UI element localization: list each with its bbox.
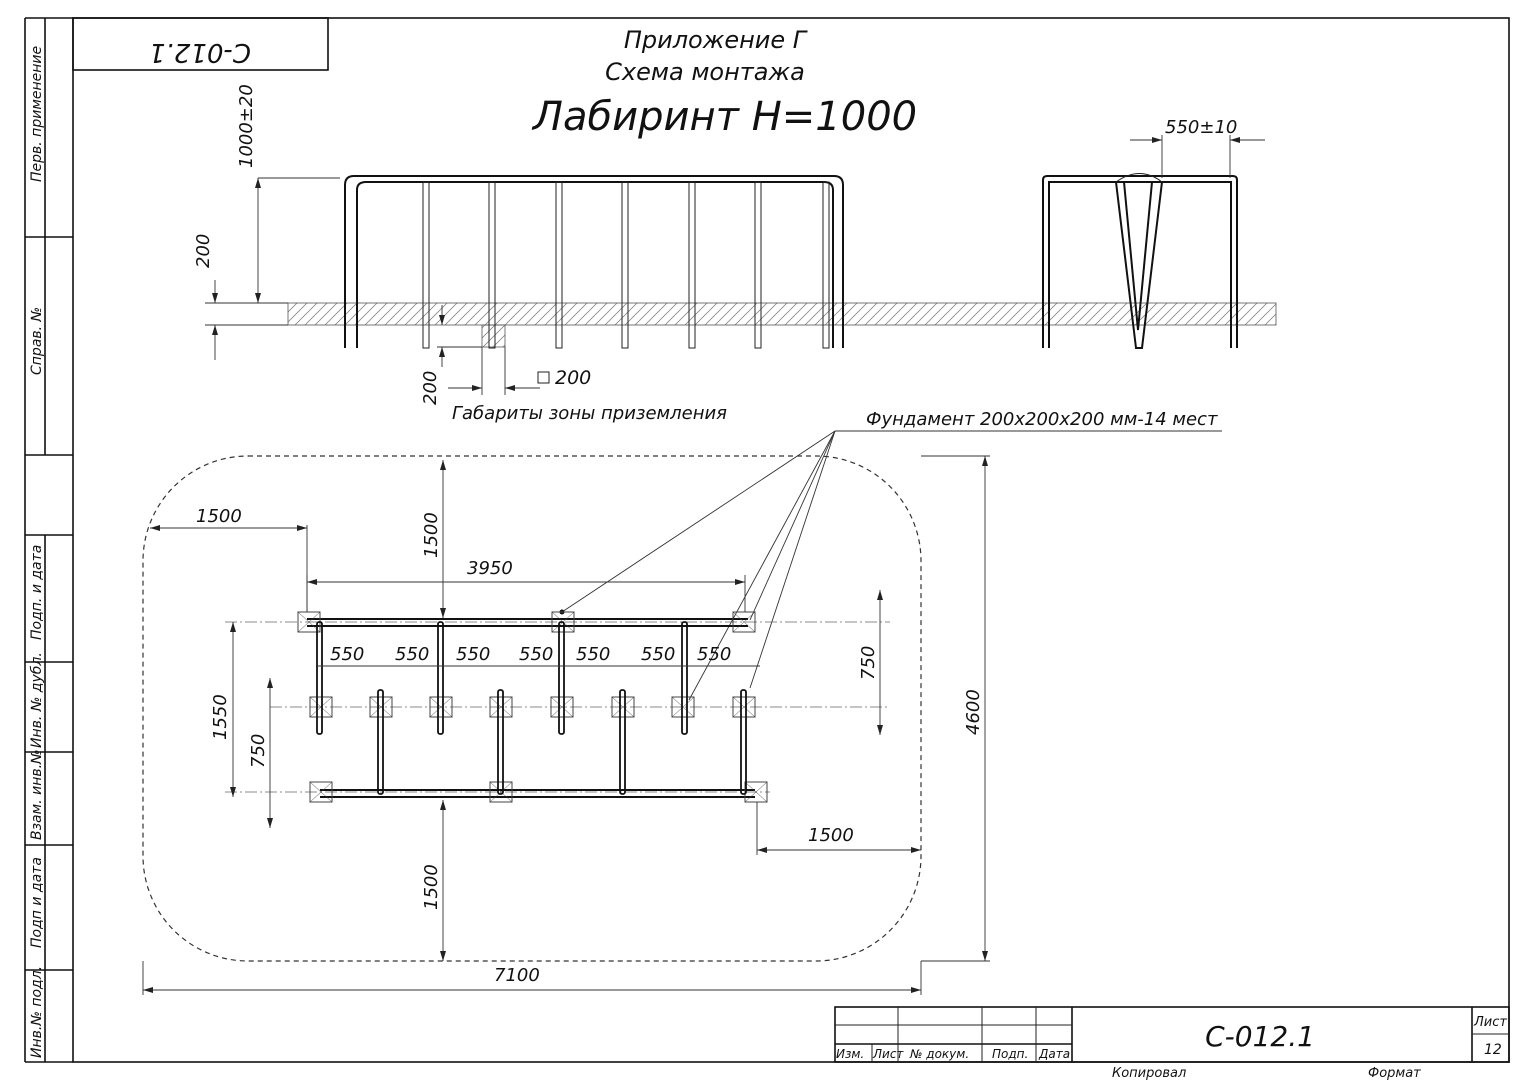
foundation-pit [481, 324, 506, 348]
spacing-label: 550 [330, 644, 364, 665]
scheme-title: Схема монтажа [605, 58, 805, 86]
dim-1550: 1550 [210, 694, 231, 740]
spacing-labels: 550 550 550 550 550 550 550 [330, 644, 731, 665]
spacing-label: 550 [519, 644, 553, 665]
side-label-inv-dubl: Инв. № дубл. [29, 652, 45, 748]
stamp-code: С-012.1 [149, 37, 251, 67]
side-label-inv-podl: Инв.№ подл. [29, 966, 45, 1058]
side-labels: Перв. применение Справ. № Подп. и дата И… [29, 46, 45, 1058]
spacing-label: 550 [456, 644, 490, 665]
title-block: Изм. Лист № докум. Подп. Дата С-012.1 Ли… [834, 1006, 1510, 1080]
spacing-label: 550 [641, 644, 675, 665]
sheet-label: Лист [1473, 1015, 1507, 1030]
spacing-label: 550 [576, 644, 610, 665]
col-data: Дата [1038, 1047, 1070, 1061]
stamp-box: С-012.1 [72, 17, 329, 71]
landing-zone-label: Габариты зоны приземления [452, 403, 727, 424]
elevation-posts [422, 181, 830, 349]
side-label-podp-data-2: Подп и дата [29, 857, 45, 948]
col-dokum: № докум. [909, 1047, 969, 1061]
spacing-label: 550 [697, 644, 731, 665]
dim-4600: 4600 [963, 689, 984, 735]
col-podp: Подп. [992, 1047, 1028, 1061]
plan-view: Фундамент 200х200х200 мм-14 мест [142, 409, 1222, 995]
dim-3950: 3950 [467, 558, 513, 579]
side-label-sprav: Справ. № [29, 307, 45, 375]
spacing-label: 550 [395, 644, 429, 665]
dim-1500-bottom: 1500 [421, 864, 442, 910]
plan-cross-tubes [316, 621, 747, 795]
col-izm: Изм. [836, 1047, 864, 1061]
side-elevation [1042, 173, 1238, 349]
dim-750-right: 750 [858, 646, 879, 680]
landing-zone-outline [142, 455, 922, 962]
product-title: Лабиринт Н=1000 [531, 94, 917, 140]
copied-label: Копировал [1112, 1066, 1186, 1080]
side-label-vzam-inv: Взам. инв.№ [29, 749, 45, 840]
sheet-frame [24, 17, 1510, 1063]
dim-1500-left: 1500 [196, 506, 242, 527]
col-list: Лист [872, 1047, 904, 1061]
doc-code: С-012.1 [1205, 1020, 1315, 1053]
sheet-number: 12 [1484, 1042, 1502, 1058]
dim-200-found: 200 [420, 371, 441, 405]
side-label-perv: Перв. применение [29, 46, 45, 182]
ground-hatch [287, 302, 1277, 326]
foundation-label: Фундамент 200х200х200 мм-14 мест [866, 409, 1218, 430]
dim-1500-top: 1500 [421, 512, 442, 558]
found-square-dim: 200 [555, 367, 591, 389]
dim-7100: 7100 [494, 965, 540, 986]
format-label: Формат [1368, 1066, 1421, 1080]
dim-750-left: 750 [248, 734, 269, 768]
appendix-title: Приложение Г [624, 26, 808, 54]
dim-width-side: 550±10 [1165, 117, 1237, 138]
dim-height: 1000±20 [236, 84, 257, 168]
dim-1500-right: 1500 [808, 825, 854, 846]
elevation-view: 1000±20 200 200 200 Габариты зоны призем… [193, 84, 1277, 424]
side-label-podp-data-1: Подп. и дата [29, 545, 45, 640]
dim-200-left: 200 [193, 234, 214, 268]
